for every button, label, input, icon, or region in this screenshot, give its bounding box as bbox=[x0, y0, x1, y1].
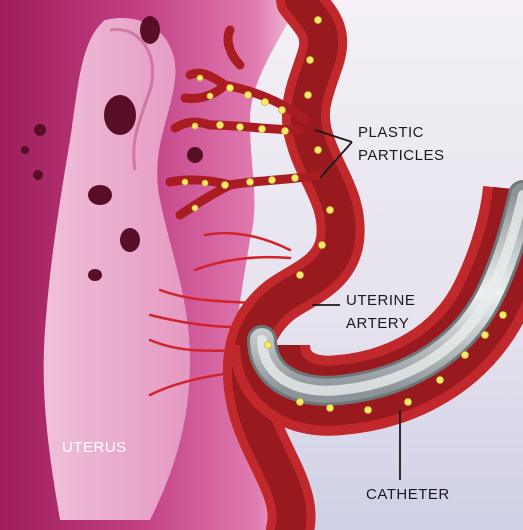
uterine-artery-label-line1: UTERINE bbox=[346, 292, 415, 309]
plastic-particles-label-line1: PLASTIC bbox=[358, 124, 424, 141]
catheter-label: CATHETER bbox=[366, 486, 450, 503]
uterine-artery-label-line2: ARTERY bbox=[346, 315, 409, 332]
plastic-particles-label-line2: PARTICLES bbox=[358, 147, 444, 164]
uterus-label: UTERUS bbox=[62, 439, 127, 456]
